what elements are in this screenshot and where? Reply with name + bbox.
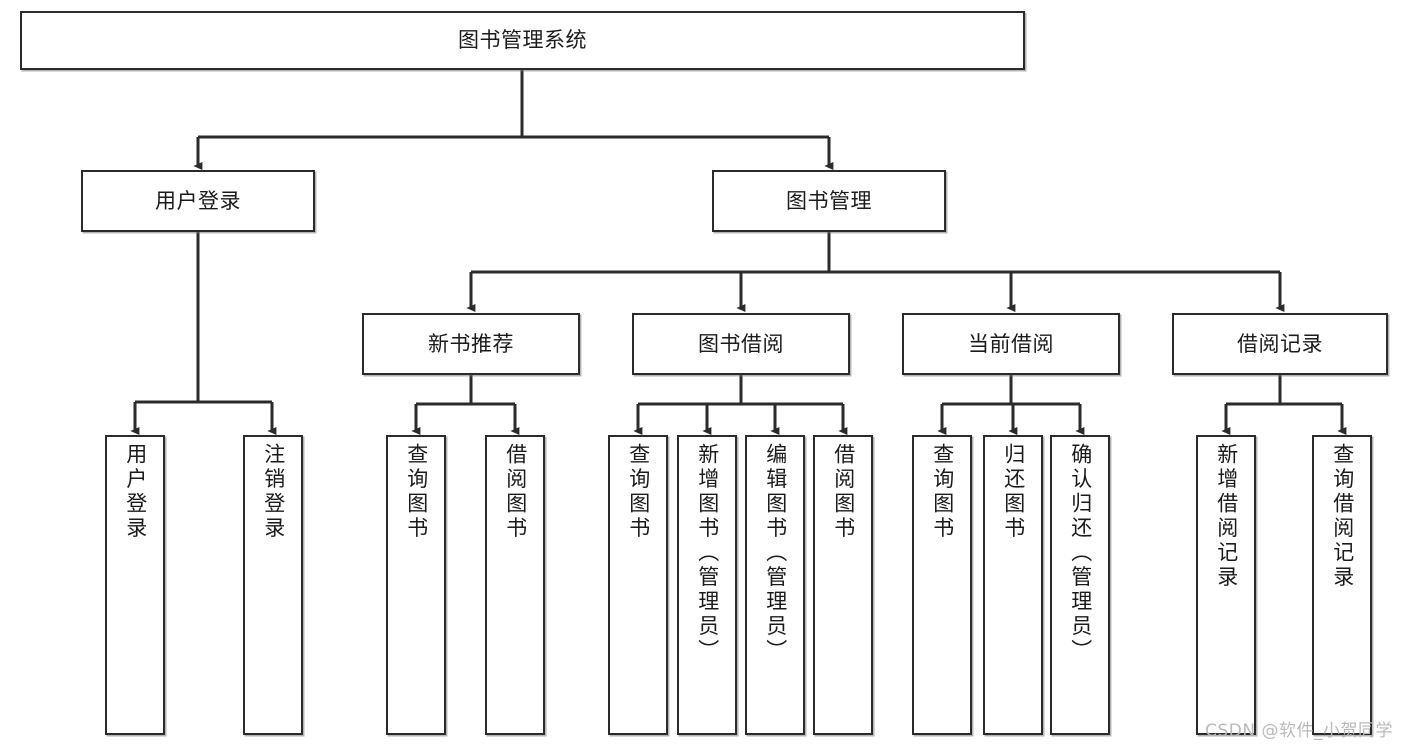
- node-current-borrow-label: 当前借阅: [968, 331, 1054, 356]
- node-book-borrow-label: 图书借阅: [698, 331, 784, 356]
- leaf-user-logout-label: 注销登录: [261, 443, 286, 541]
- node-new-book-rec[interactable]: 新书推荐: [362, 313, 580, 375]
- node-borrow-record[interactable]: 借阅记录: [1172, 313, 1388, 375]
- node-borrow-record-label: 借阅记录: [1237, 331, 1323, 356]
- leaf-borrow-add[interactable]: 新增图书（管理员）: [677, 435, 737, 735]
- node-new-book-rec-label: 新书推荐: [428, 331, 514, 356]
- leaf-record-search-label: 查询借阅记录: [1330, 443, 1355, 590]
- leaf-record-add[interactable]: 新增借阅记录: [1196, 435, 1256, 735]
- leaf-cur-return[interactable]: 归还图书: [983, 435, 1043, 735]
- leaf-user-login-label: 用户登录: [123, 443, 148, 541]
- leaf-user-logout[interactable]: 注销登录: [243, 435, 303, 735]
- leaf-record-add-label: 新增借阅记录: [1214, 443, 1239, 590]
- node-root[interactable]: 图书管理系统: [20, 11, 1025, 70]
- leaf-borrow-edit-label: 编辑图书（管理员）: [763, 443, 788, 664]
- leaf-borrow-edit[interactable]: 编辑图书（管理员）: [745, 435, 805, 735]
- node-root-label: 图书管理系统: [458, 28, 587, 53]
- leaf-borrow-do[interactable]: 借阅图书: [813, 435, 873, 735]
- node-book-manage[interactable]: 图书管理: [712, 170, 946, 232]
- leaf-cur-query[interactable]: 查询图书: [912, 435, 972, 735]
- node-current-borrow[interactable]: 当前借阅: [902, 313, 1120, 375]
- leaf-borrow-add-label: 新增图书（管理员）: [695, 443, 720, 664]
- leaf-borrow-query[interactable]: 查询图书: [608, 435, 668, 735]
- leaf-user-login[interactable]: 用户登录: [105, 435, 165, 735]
- leaf-rec-query[interactable]: 查询图书: [386, 435, 446, 735]
- node-user-login-label: 用户登录: [155, 188, 241, 213]
- leaf-borrow-query-label: 查询图书: [626, 443, 651, 541]
- leaf-cur-confirm-label: 确认归还（管理员）: [1068, 443, 1093, 664]
- leaf-borrow-do-label: 借阅图书: [831, 443, 856, 541]
- watermark-csdn: CSDN @软件_小贺同学: [1205, 721, 1393, 741]
- leaf-rec-borrow-label: 借阅图书: [503, 443, 528, 541]
- leaf-cur-confirm[interactable]: 确认归还（管理员）: [1050, 435, 1110, 735]
- leaf-cur-query-label: 查询图书: [930, 443, 955, 541]
- node-book-manage-label: 图书管理: [786, 188, 872, 213]
- leaf-record-search[interactable]: 查询借阅记录: [1312, 435, 1372, 735]
- leaf-rec-borrow[interactable]: 借阅图书: [485, 435, 545, 735]
- leaf-cur-return-label: 归还图书: [1001, 443, 1026, 541]
- node-book-borrow[interactable]: 图书借阅: [632, 313, 850, 375]
- node-user-login[interactable]: 用户登录: [81, 170, 315, 232]
- leaf-rec-query-label: 查询图书: [404, 443, 429, 541]
